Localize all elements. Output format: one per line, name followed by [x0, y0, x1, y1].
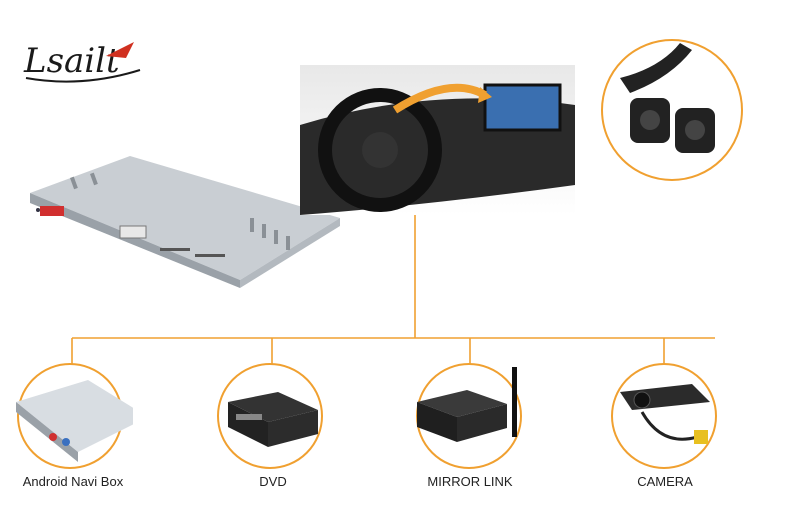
label-camera: CAMERA	[637, 474, 693, 489]
lsailt-logo: Lsailt	[23, 41, 141, 83]
label-dvd: DVD	[259, 474, 287, 489]
mirror-link-box-image	[416, 363, 522, 469]
camera-image	[611, 363, 717, 469]
led-display	[40, 206, 64, 216]
android-navi-box-image	[16, 363, 133, 469]
dvd-player-image	[217, 363, 323, 469]
cable-connectors-image	[601, 39, 743, 181]
label-mirror-link: MIRROR LINK	[427, 474, 513, 489]
navigation-interface-box	[30, 156, 340, 288]
logo-text: Lsailt	[23, 41, 120, 81]
head-unit-screen	[483, 83, 562, 132]
usb-port	[119, 225, 147, 239]
car-dashboard-image	[300, 65, 575, 215]
label-android-navi-box: Android Navi Box	[22, 474, 124, 489]
antenna-icon	[512, 367, 517, 437]
